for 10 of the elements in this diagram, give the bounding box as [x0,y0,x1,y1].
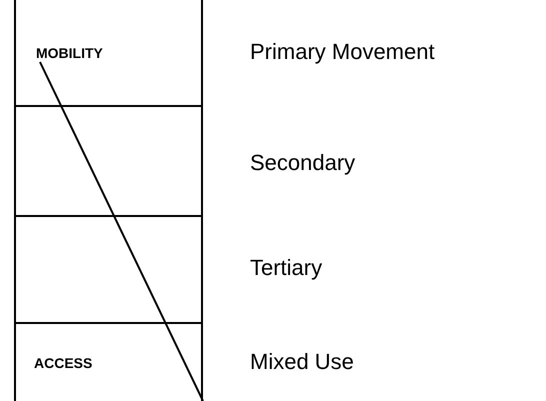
row-caption: Tertiary [250,255,322,281]
band-row [14,0,203,105]
row-caption: Secondary [250,150,356,176]
row-caption: Primary Movement [250,39,435,65]
band-row [14,322,203,401]
band-row [14,215,203,322]
band-row [14,105,203,215]
band-label: MOBILITY [36,44,103,60]
row-caption: Mixed Use [250,349,354,375]
band-label: ACCESS [34,354,92,370]
